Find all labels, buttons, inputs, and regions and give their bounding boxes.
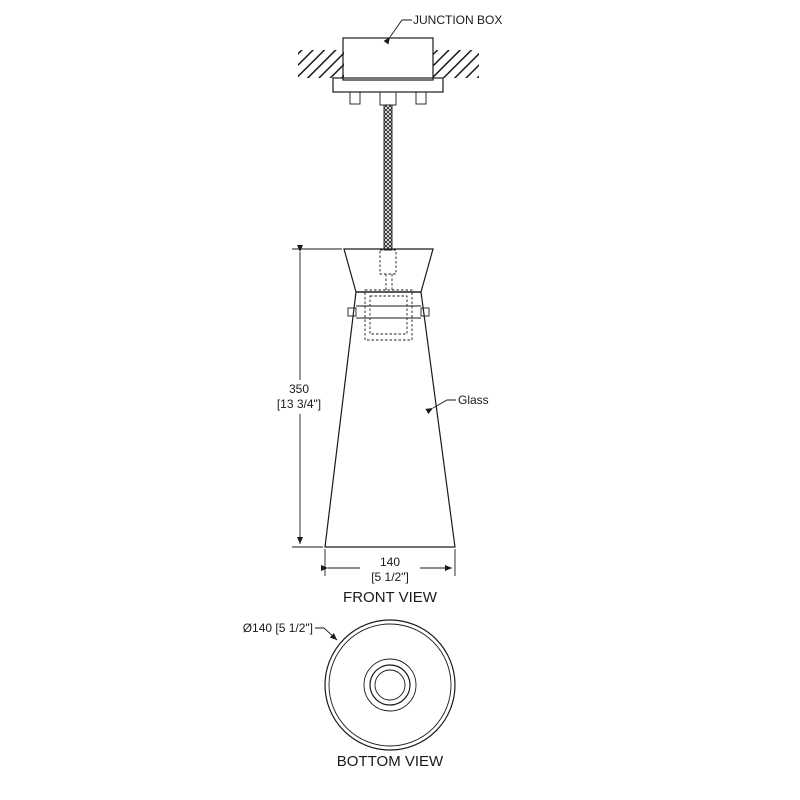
glass-shade <box>324 291 456 548</box>
width-mm-label: 140 <box>380 555 400 569</box>
height-dimension: 350 [13 3/4"] <box>272 245 342 548</box>
glass-callout: Glass <box>425 393 489 415</box>
height-in-label: [13 3/4"] <box>277 397 321 411</box>
junction-box-callout: JUNCTION BOX <box>383 13 502 45</box>
socket-band <box>347 305 430 319</box>
diameter-label: Ø140 [5 1/2"] <box>243 621 313 635</box>
bottom-view-title: BOTTOM VIEW <box>337 753 444 770</box>
shade-top <box>343 248 434 293</box>
junction-box <box>342 37 434 81</box>
width-in-label: [5 1/2"] <box>371 570 409 584</box>
hidden-socket <box>364 249 413 341</box>
width-dimension: 140 [5 1/2"] <box>321 549 456 584</box>
junction-box-label: JUNCTION BOX <box>413 13 502 27</box>
canopy <box>332 77 444 106</box>
ceiling-hatch-right <box>433 50 479 78</box>
ceiling-hatch-left <box>298 50 344 78</box>
bottom-view <box>324 619 456 751</box>
diameter-callout: Ø140 [5 1/2"] <box>243 621 338 641</box>
suspension-cord <box>383 104 393 251</box>
glass-label: Glass <box>458 393 489 407</box>
height-mm-label: 350 <box>289 382 309 396</box>
front-view-title: FRONT VIEW <box>343 589 438 606</box>
ceiling-section <box>298 50 479 78</box>
